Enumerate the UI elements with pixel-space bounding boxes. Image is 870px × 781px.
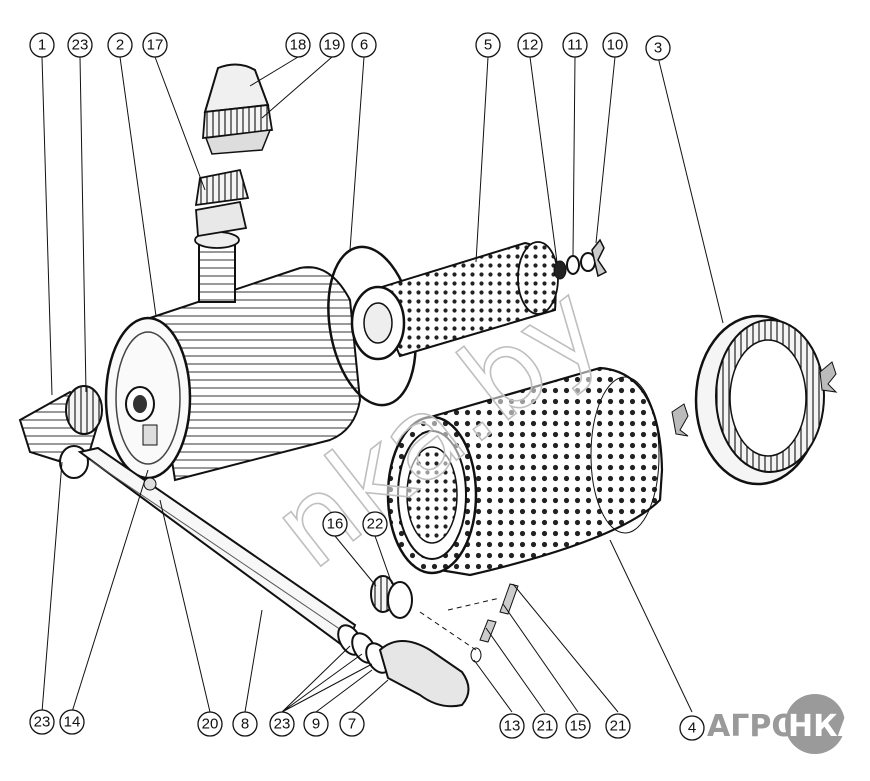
dust-elbow-and-tube [18, 385, 357, 650]
svg-text:НКА: НКА [788, 709, 862, 744]
svg-text:17: 17 [147, 37, 164, 54]
callout-13: 13 [499, 713, 525, 739]
svg-text:5: 5 [484, 37, 492, 54]
svg-text:23: 23 [274, 716, 291, 733]
svg-text:13: 13 [504, 718, 521, 735]
svg-text:АГРО: АГРО [707, 709, 797, 744]
callout-10: 10 [602, 32, 628, 58]
wing-nut-assembly [553, 238, 608, 280]
callout-11: 11 [562, 32, 588, 58]
fittings [419, 583, 519, 663]
svg-text:9: 9 [312, 716, 320, 733]
callout-21-right: 21 [605, 713, 631, 739]
inner-filter-element [350, 241, 559, 361]
svg-text:1: 1 [38, 37, 46, 54]
svg-text:23: 23 [72, 37, 89, 54]
callout-8: 8 [232, 711, 258, 737]
callout-7: 7 [339, 711, 365, 737]
callout-23-bottom: 23 [269, 711, 295, 737]
callout-18: 18 [285, 32, 311, 58]
leader-lines [41, 56, 724, 713]
callout-19: 19 [319, 32, 345, 58]
callout-20: 20 [197, 711, 223, 737]
callout-5: 5 [475, 32, 501, 58]
svg-text:20: 20 [202, 716, 219, 733]
brand-logo: АГРО НКА [707, 694, 862, 754]
callout-22: 22 [362, 511, 388, 537]
svg-text:23: 23 [34, 714, 51, 731]
callout-16: 16 [322, 511, 348, 537]
svg-text:7: 7 [348, 716, 356, 733]
rubber-hose [378, 640, 470, 708]
air-cleaner-housing [104, 266, 362, 482]
svg-text:3: 3 [654, 40, 662, 57]
svg-text:18: 18 [290, 37, 307, 54]
svg-text:21: 21 [537, 718, 554, 735]
svg-text:2: 2 [116, 37, 124, 54]
svg-text:10: 10 [607, 37, 624, 54]
connector-sleeve [370, 575, 413, 619]
svg-text:11: 11 [567, 37, 583, 54]
callout-12: 12 [517, 32, 543, 58]
svg-text:4: 4 [688, 720, 696, 737]
svg-text:19: 19 [324, 37, 341, 54]
callout-1: 1 [29, 32, 55, 58]
svg-text:16: 16 [327, 516, 344, 533]
callout-23-top: 23 [67, 32, 93, 58]
callout-21-left: 21 [532, 713, 558, 739]
svg-text:15: 15 [570, 718, 587, 735]
svg-text:6: 6 [360, 37, 368, 54]
callout-4: 4 [679, 715, 705, 741]
svg-text:21: 21 [610, 718, 627, 735]
callout-3: 3 [645, 35, 671, 61]
pre-cleaner-cap [202, 63, 274, 155]
svg-text:14: 14 [64, 714, 81, 731]
svg-text:12: 12 [522, 37, 539, 54]
callout-9: 9 [303, 711, 329, 737]
svg-text:8: 8 [241, 716, 249, 733]
callout-2: 2 [107, 32, 133, 58]
callout-17: 17 [142, 32, 168, 58]
callout-6: 6 [351, 32, 377, 58]
outer-filter-element [386, 366, 664, 577]
intake-pipe [194, 168, 250, 303]
callout-14: 14 [59, 709, 85, 735]
cleaner-cover [671, 314, 838, 486]
callout-15: 15 [565, 713, 591, 739]
callout-23-bottom-left: 23 [29, 709, 55, 735]
svg-text:22: 22 [367, 516, 384, 533]
